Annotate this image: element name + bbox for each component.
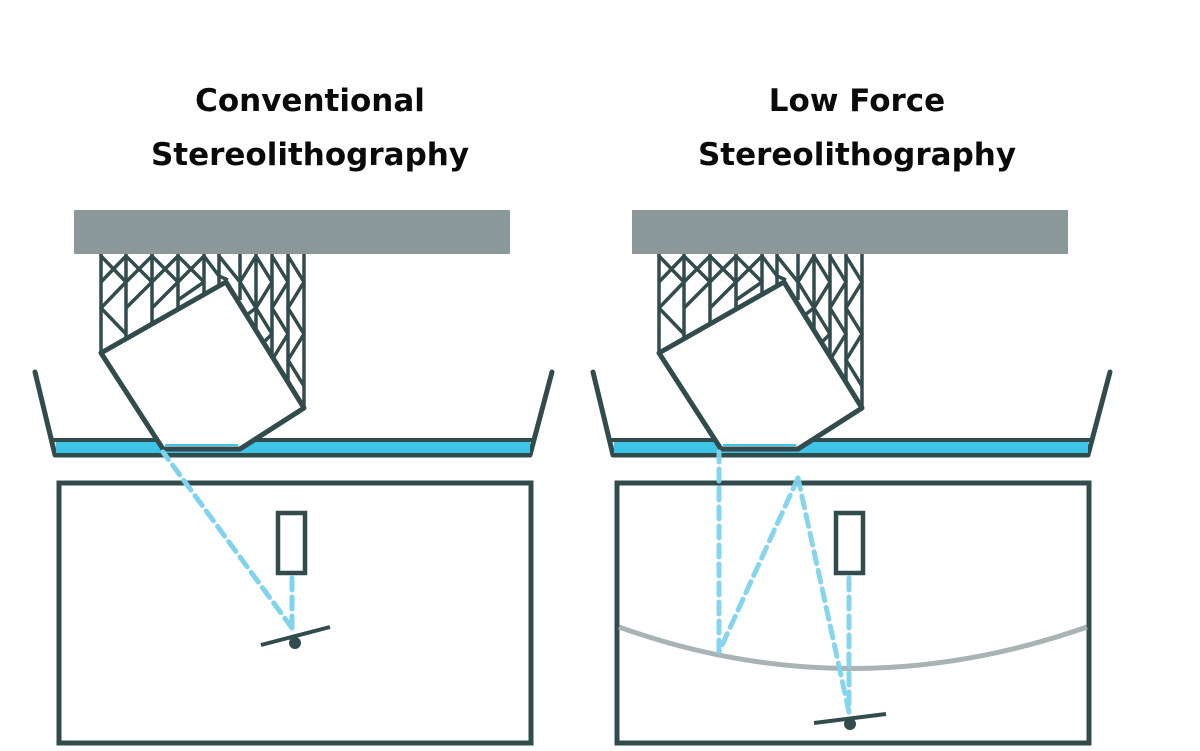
printed-part (98, 279, 307, 452)
laser-beam (716, 449, 852, 715)
resin-layer (56, 441, 530, 453)
printed-part (656, 279, 865, 452)
title-line-2: Stereolithography (697, 137, 1017, 173)
galvanometer-pivot (844, 718, 856, 730)
conventional-sla-panel (32, 210, 555, 746)
low-force-sla-panel (590, 210, 1113, 746)
laser-beam (160, 449, 295, 631)
parabolic-mirror (618, 624, 1088, 671)
optics-enclosure (614, 480, 1092, 746)
low-force-sla-title: Low Force Stereolithography (597, 74, 1117, 182)
build-platform (74, 210, 510, 254)
laser-source (833, 510, 866, 576)
build-platform (632, 210, 1068, 254)
title-line-2: Stereolithography (150, 137, 470, 173)
optics-enclosure (56, 480, 534, 746)
galvanometer-pivot (289, 637, 301, 649)
resin-tank (32, 369, 555, 458)
title-line-1: Low Force (768, 83, 946, 119)
galvanometer-mirror (260, 625, 331, 647)
laser-source (275, 510, 308, 576)
title-line-1: Conventional (195, 83, 425, 119)
resin-tank (590, 369, 1113, 458)
support-lattice (657, 254, 864, 408)
conventional-sla-title: Conventional Stereolithography (50, 74, 570, 182)
resin-layer (614, 441, 1088, 453)
